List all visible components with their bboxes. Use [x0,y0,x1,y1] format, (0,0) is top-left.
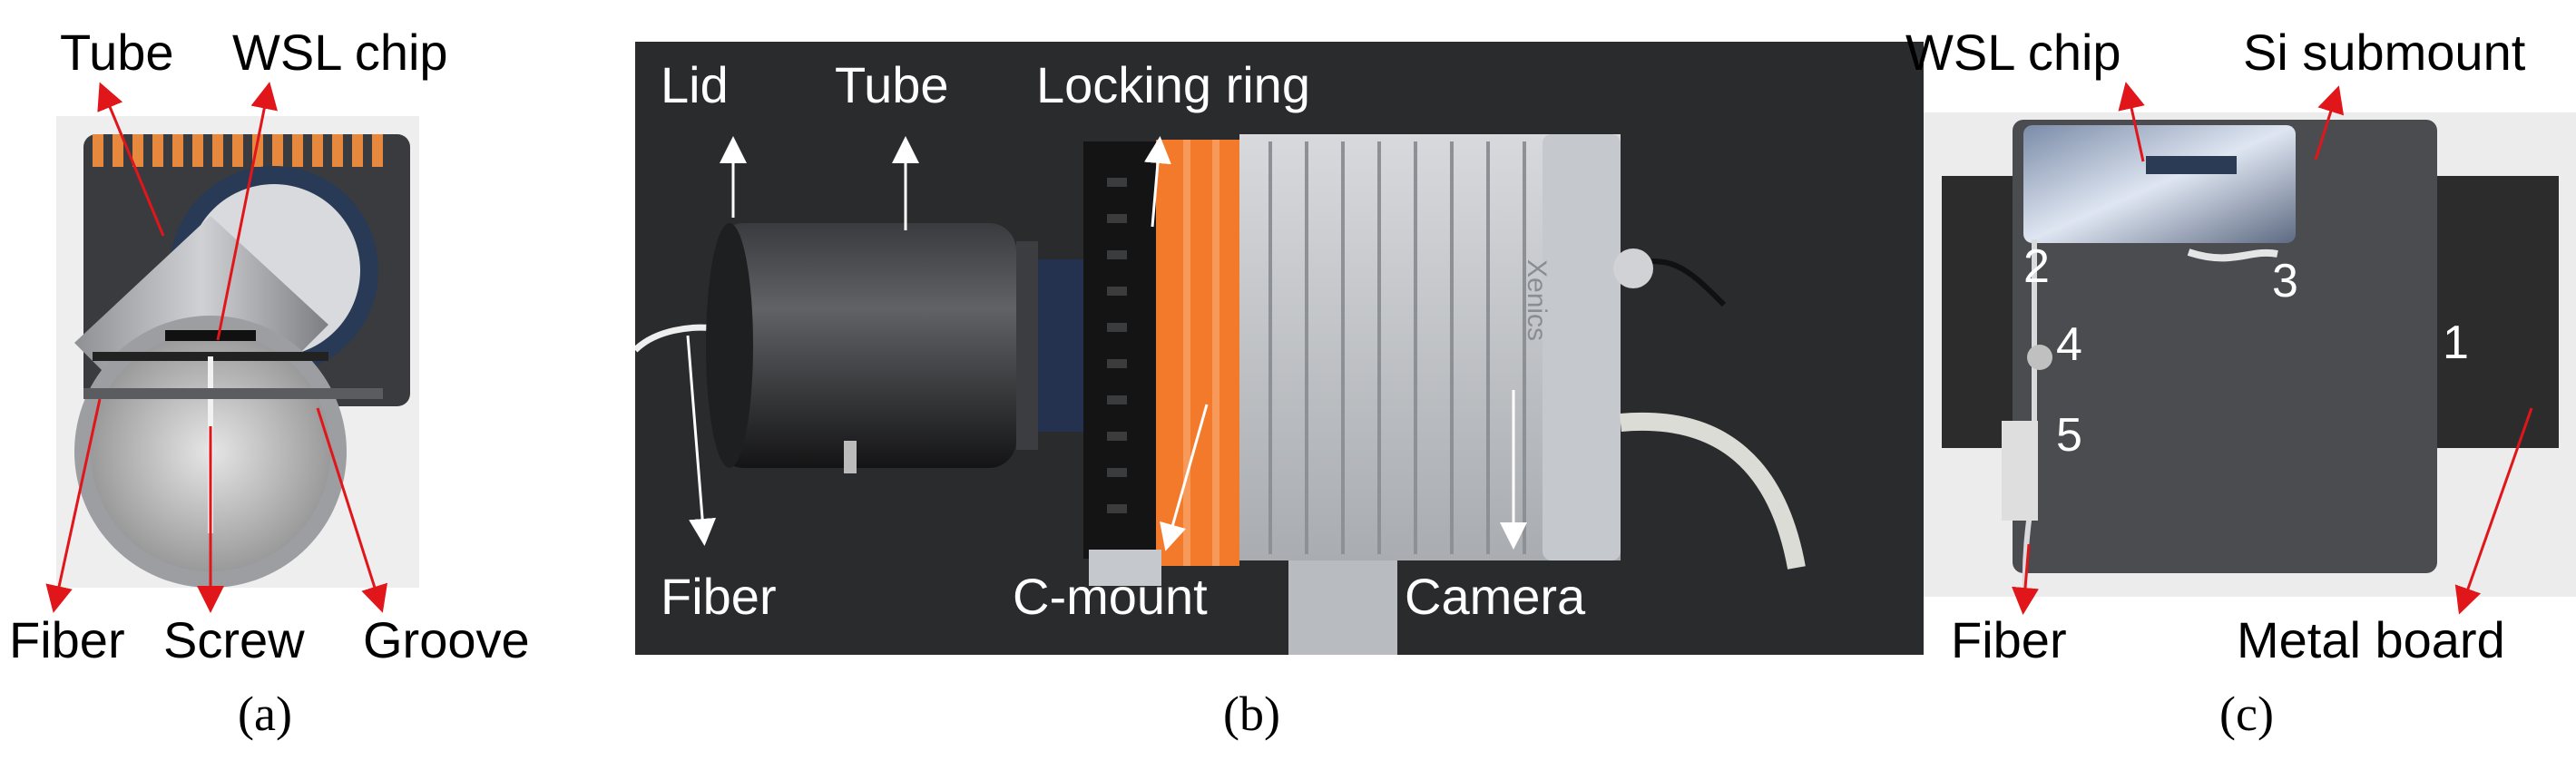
label-camera: Camera [1405,568,1586,625]
arrow-fiber-a [45,398,102,613]
marker-number-2: 2 [2023,240,2050,293]
label-c-mount: C-mount [1013,568,1208,625]
tube-photo-graphic [56,116,419,588]
panel-a-photo [56,116,419,588]
panel-c: WSL chip Si submount Fiber Metal board (… [1905,0,2576,760]
arrow-tube-a [97,82,165,237]
label-metal-board: Metal board [2237,611,2505,668]
panel-c-photo [1924,112,2576,597]
label-screw-a: Screw [163,611,305,668]
caption-c: (c) [2219,687,2274,741]
panel-a-arrows [45,82,388,613]
caption-a: (a) [238,687,292,741]
arrow-fiber-b [686,335,717,546]
label-groove-a: Groove [363,611,530,668]
label-si-submount: Si submount [2243,24,2526,81]
arrow-fiber-c [2012,543,2039,615]
label-tube-a: Tube [60,24,174,81]
panel-b-arrows [686,136,1527,551]
marker-number-3: 3 [2272,255,2298,307]
label-wsl-chip-a: WSL chip [232,24,448,81]
arrow-locking-ring [1144,136,1171,228]
panel-c-arrows [2012,82,2533,615]
arrow-metal-board [2454,407,2533,615]
arrow-si-submount [2314,85,2345,161]
panel-b: Xenics Lid Tube Locking ring Fiber C-mou… [635,0,1942,760]
marker-number-5: 5 [2056,409,2082,462]
caption-b: (b) [1223,687,1280,741]
marker-number-4: 4 [2056,318,2082,371]
camera-photo-graphic [635,134,1806,655]
label-wsl-chip-c: WSL chip [1905,24,2121,81]
arrow-wsl-chip-a [216,82,278,341]
label-tube-b: Tube [835,56,949,113]
label-fiber-a: Fiber [9,611,125,668]
label-locking-ring: Locking ring [1036,56,1310,113]
arrow-wsl-chip-c [2118,82,2145,162]
panel-b-photo: Xenics [635,42,1924,655]
arrow-c-mount [1160,404,1209,551]
label-fiber-b: Fiber [661,568,777,625]
label-fiber-c: Fiber [1951,611,2067,668]
chip-photo-graphic [1924,112,2576,597]
arrow-groove-a [316,407,388,613]
panel-a: Tube WSL chip Fiber Screw Groove (a) [0,0,581,760]
label-lid: Lid [661,56,729,113]
marker-number-1: 1 [2443,317,2469,369]
